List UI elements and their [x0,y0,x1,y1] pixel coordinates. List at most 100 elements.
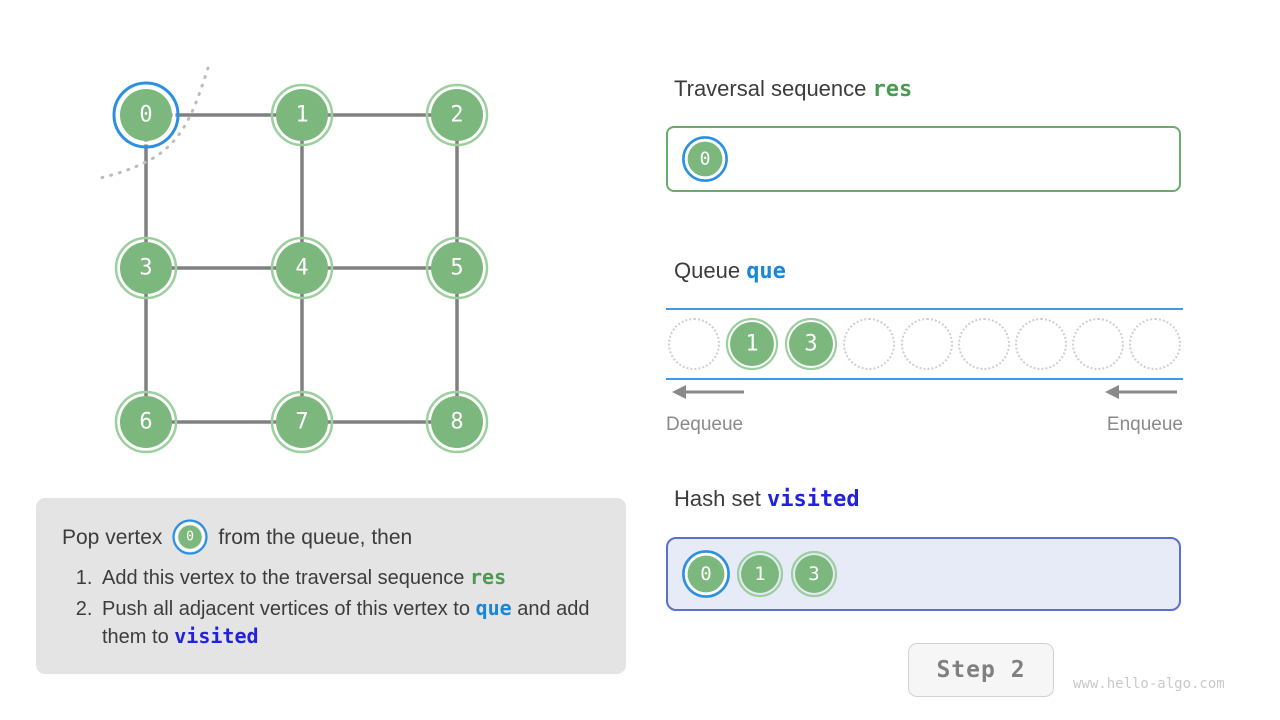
res-container: 0 [666,126,1181,192]
token-ring [726,317,779,371]
explanation-step-2: Push all adjacent vertices of this verte… [98,595,600,652]
ring-gap [116,85,176,145]
graph-node-5[interactable]: 5 [425,236,489,300]
graph-node-3[interactable]: 3 [114,236,178,300]
token-highlighted: 0 [682,136,728,182]
explanation-step-2-text: Push all adjacent vertices of this verte… [102,597,470,620]
inline-vertex-badge-label: 0 [186,530,194,545]
graph-node-label: 7 [295,410,308,435]
queue-slot-empty [1129,318,1181,370]
node-body [431,396,483,448]
queue-direction-arrows [672,385,1177,399]
explanation-step-1-text: Add this vertex to the traversal sequenc… [102,567,465,589]
inline-vertex-badge: 0 [172,519,208,555]
graph-panel: 0 1 2 3 4 5 6 7 8 [0,0,640,490]
token-ring [790,550,838,598]
node-ring [114,236,178,300]
graph-node-6[interactable]: 6 [114,390,178,454]
explanation-step-1-code: res [469,565,507,589]
res-section-title: Traversal sequence res [674,76,912,102]
queue-slot-empty [843,318,896,370]
graph-node-label: 6 [139,410,152,435]
token-highlight-ring [682,136,728,182]
graph-node-4[interactable]: 4 [270,236,334,300]
graph-node-label: 3 [139,256,152,281]
graph-node-1[interactable]: 1 [270,83,334,147]
token-label: 1 [754,563,765,585]
explanation-step-2-code: que [475,595,512,620]
token-body [687,555,725,593]
token-body [687,141,723,177]
graph-node-2[interactable]: 2 [425,83,489,147]
node-body [431,242,483,294]
graph-node-7[interactable]: 7 [270,390,334,454]
node-ring [425,390,489,454]
visited-title-text: Hash set [674,486,761,511]
explanation-lead-before: Pop vertex [62,525,163,549]
queue-slot-filled: 1 [726,317,779,371]
node-body [120,242,172,294]
explanation-lead-after: from the queue, then [218,525,413,549]
visited-container: 0 1 3 [666,537,1181,611]
queue-slot-filled: 3 [785,317,838,371]
explanation-step-2-code2: visited [174,624,259,649]
token-body [789,322,834,366]
node-body [120,89,172,141]
token-ring-gap [684,552,728,596]
queue-title-text: Queue [674,258,741,283]
token-label: 0 [700,149,711,170]
step-label: Step 2 [936,657,1026,683]
graph-node-0[interactable]: 0 [112,81,180,149]
token-label: 0 [700,563,711,585]
token-ring [736,550,784,598]
graph-nodes: 0 1 2 3 4 5 6 7 8 [112,81,489,454]
res-title-text: Traversal sequence [674,76,867,101]
dequeue-label: Dequeue [666,414,744,435]
node-ring [425,236,489,300]
graph-node-8[interactable]: 8 [425,390,489,454]
node-body [276,89,328,141]
node-body [276,396,328,448]
node-ring [425,83,489,147]
visited-section-title: Hash set visited [674,486,860,512]
graph-node-label: 2 [450,103,463,128]
explanation-step-2-text2: and add them to [102,597,590,649]
token-body [730,322,775,366]
step-indicator[interactable]: Step 2 [908,643,1054,697]
graph-node-label: 1 [295,103,308,128]
res-title-code: res [872,77,913,102]
enqueue-arrow-icon [1105,385,1177,399]
inline-vertex-badge-icon: 0 [172,519,208,555]
token-ring [785,317,838,371]
token: 3 [790,550,838,598]
queue-title-code: que [746,259,786,284]
queue-slot-empty [668,318,720,370]
watermark: www.hello-algo.com [1073,676,1225,692]
explanation-lead: Pop vertex 0 from the queue, then [62,519,600,555]
node-body [120,396,172,448]
token-ring-gap [684,138,726,180]
highlight-ring [112,81,180,149]
queue-section-title: Queue que [674,258,786,284]
token-body [741,555,779,593]
graph-node-label: 8 [450,410,463,435]
graph-node-label: 5 [450,256,463,281]
token-label: 1 [746,332,759,357]
dequeue-arrow-icon [672,385,744,399]
queue-rail-top [666,308,1183,310]
token-highlighted: 0 [682,550,730,598]
explanation-step-1: Add this vertex to the traversal sequenc… [98,564,600,593]
enqueue-label: Enqueue [1106,414,1183,435]
token: 1 [736,550,784,598]
queue-slot-empty [900,318,953,370]
dashed-cut-arc [98,66,210,180]
node-ring [270,390,334,454]
token-body [795,555,833,593]
token-highlight-ring [682,550,730,598]
queue-slot-empty [1014,318,1067,370]
node-ring [114,390,178,454]
visited-title-code: visited [766,487,860,512]
